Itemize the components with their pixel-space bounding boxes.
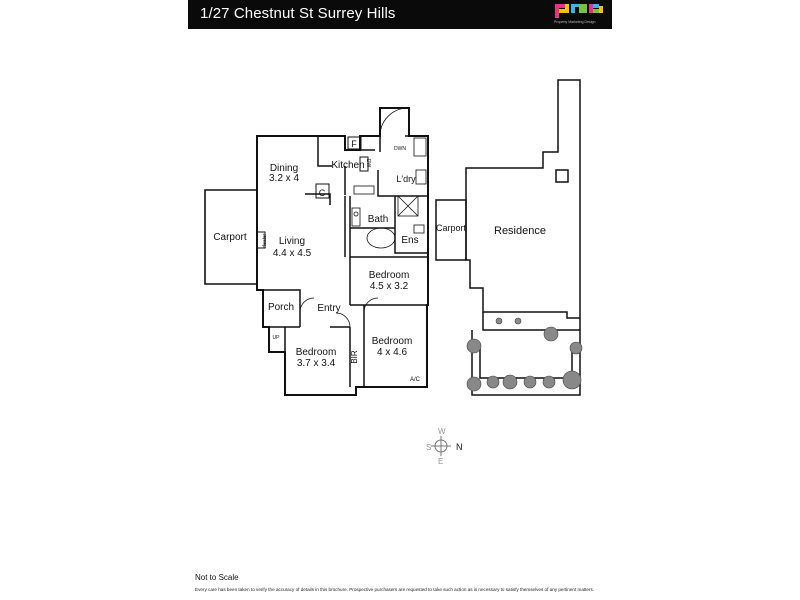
pmd-logo: Property Marketing Design: [554, 2, 608, 27]
cupboard-label: C: [319, 188, 326, 198]
header-bar: 1/27 Chestnut St Surrey Hills Property M…: [188, 0, 612, 29]
disclaimer-text: Every care has been taken to verify the …: [195, 587, 595, 592]
laundry-label: L'dry: [396, 174, 416, 184]
porch-label: Porch: [268, 302, 294, 313]
fridge-label: F: [351, 139, 357, 149]
interior-walls: [263, 107, 428, 387]
property-address-title: 1/27 Chestnut St Surrey Hills: [200, 5, 396, 22]
bedroom-2-size: 3.7 x 3.4: [297, 358, 336, 369]
bathroom-fixtures: [351, 137, 427, 249]
not-to-scale-note: Not to Scale: [195, 573, 239, 582]
pmd-logo-mark: [555, 4, 603, 18]
ensuite-label: Ens: [401, 235, 418, 246]
bedroom-3-size: 4 x 4.6: [377, 347, 407, 358]
dining-size: 3.2 x 4: [269, 173, 299, 184]
fridge-box: [347, 136, 362, 150]
dishwasher-label: DW: [365, 159, 371, 168]
heater-box: [256, 231, 266, 249]
bath-label: Bath: [368, 214, 389, 225]
cupboard-box: [315, 183, 330, 199]
up-label: UP: [273, 335, 281, 341]
dishwasher-box: [359, 156, 369, 172]
compass-east: E: [438, 457, 443, 466]
garden-shrubs: [466, 317, 583, 392]
bedroom-3-label: Bedroom: [372, 336, 413, 347]
compass-west: W: [438, 427, 446, 436]
site-carport-label: Carport: [436, 223, 467, 233]
unit-carport-label: Carport: [213, 232, 247, 243]
compass-north: N: [456, 442, 463, 452]
kitchen-label: Kitchen: [331, 160, 364, 171]
residence-label: Residence: [494, 225, 546, 237]
living-label: Living: [279, 236, 305, 247]
bedroom-2-label: Bedroom: [296, 347, 337, 358]
bedroom-1-size: 4.5 x 3.2: [370, 281, 409, 292]
bir-label: BIR: [350, 350, 359, 364]
logo-tagline: Property Marketing Design: [554, 20, 596, 24]
ac-label: A/C: [410, 377, 421, 383]
entry-label: Entry: [317, 303, 340, 314]
compass-south: S: [426, 443, 431, 452]
compass-rose: [431, 436, 451, 456]
dwn-label: DWN: [394, 146, 406, 152]
heater-label: Heater: [262, 233, 268, 248]
bedroom-1-label: Bedroom: [369, 270, 410, 281]
site-plan-outline: [435, 79, 581, 396]
dining-label: Dining: [270, 163, 298, 174]
living-size: 4.4 x 4.5: [273, 248, 312, 259]
